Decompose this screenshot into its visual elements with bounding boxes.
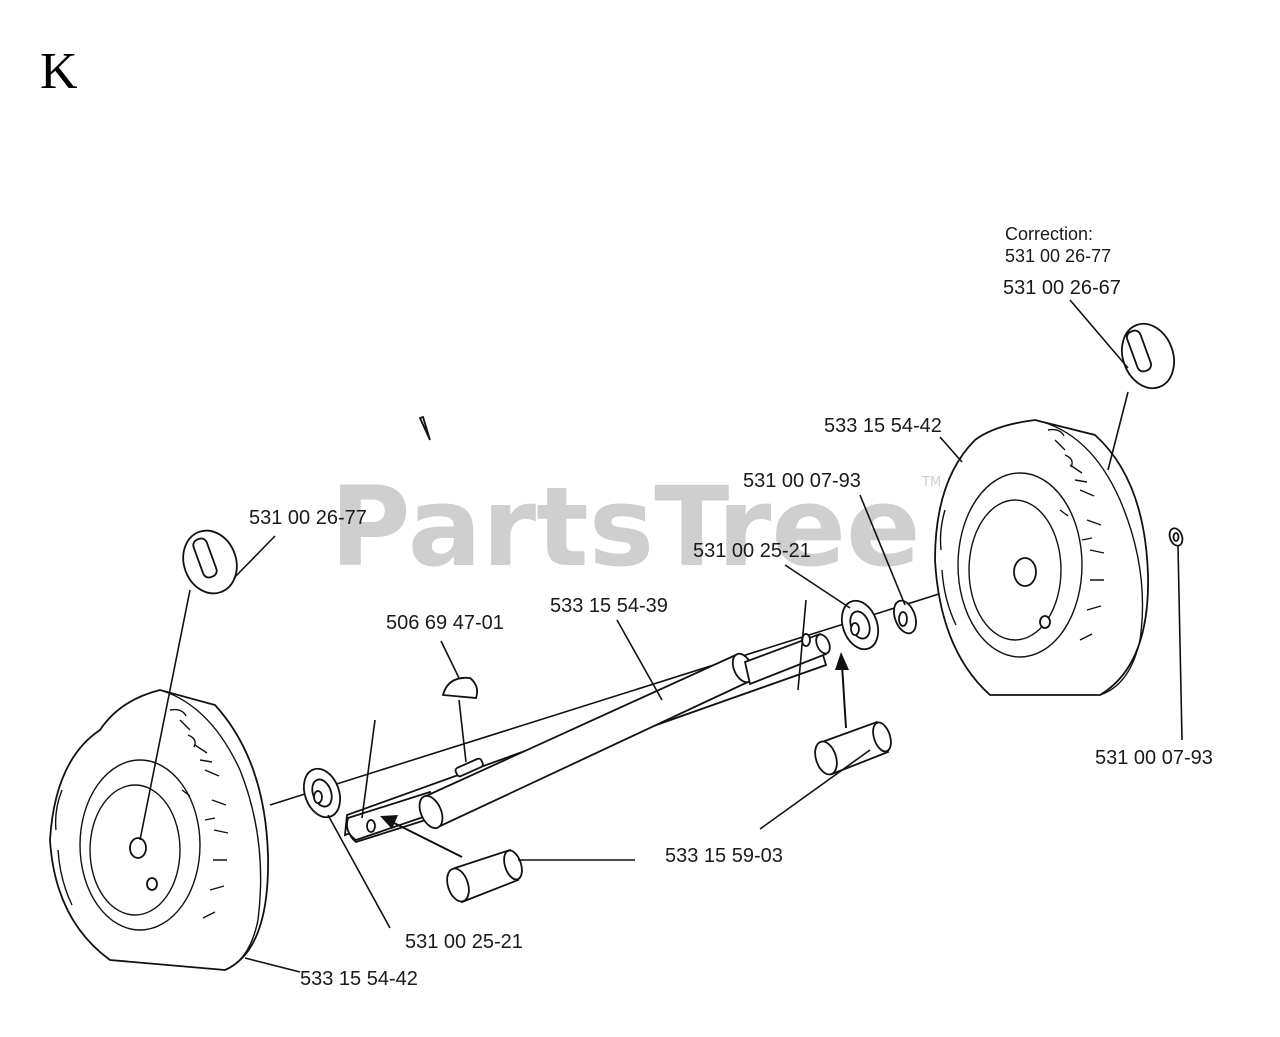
label-bushing-right: 531 00 25-21 bbox=[693, 540, 811, 562]
wheel-right bbox=[934, 419, 1149, 696]
section-letter: K bbox=[40, 43, 78, 100]
left-pin-line bbox=[361, 719, 376, 819]
axle-tube-left-end bbox=[418, 795, 444, 829]
leader-spacer-right bbox=[759, 749, 871, 830]
spacer-right bbox=[814, 720, 892, 776]
label-axle: 533 15 54-39 bbox=[550, 595, 668, 617]
key-drop-line bbox=[458, 699, 467, 763]
bushing-right bbox=[840, 599, 880, 651]
label-pin-left: 531 00 26-77 bbox=[249, 507, 367, 529]
leader-axle bbox=[616, 619, 663, 701]
axle-hole-left bbox=[366, 819, 376, 833]
linch-pin-left bbox=[182, 529, 238, 595]
label-pin-right: 531 00 26-67 bbox=[1003, 277, 1121, 299]
label-wheel-right: 533 15 54-42 bbox=[824, 415, 942, 437]
label-washer-right-outer: 531 00 07-93 bbox=[1095, 747, 1213, 769]
label-spacer: 533 15 59-03 bbox=[665, 845, 783, 867]
leader-pin-right bbox=[1069, 299, 1129, 369]
leader-wheel-right bbox=[939, 436, 963, 463]
pin-right-drop-line bbox=[1107, 391, 1129, 471]
arrow-right bbox=[835, 652, 849, 729]
label-bushing-left: 531 00 25-21 bbox=[405, 931, 523, 953]
key-slot bbox=[454, 757, 484, 778]
leader-wheel-left bbox=[244, 957, 301, 973]
leader-bushing-left bbox=[327, 814, 391, 929]
leader-washer-right-inner bbox=[859, 494, 906, 606]
axle-center-line bbox=[269, 569, 1016, 806]
watermark-trademark: TM bbox=[921, 475, 941, 490]
wheel-left bbox=[49, 689, 269, 971]
washer-right-inner bbox=[893, 599, 917, 635]
leader-washer-right-outer bbox=[1177, 545, 1183, 741]
right-pin-line bbox=[797, 599, 807, 691]
woodruff-key bbox=[441, 676, 479, 699]
bushing-left bbox=[302, 767, 342, 819]
watermark-text: PartsTree bbox=[330, 463, 921, 591]
arrow-left bbox=[380, 815, 463, 858]
washer-right-outer bbox=[1168, 527, 1184, 547]
leader-pin-left bbox=[233, 535, 276, 579]
leader-key bbox=[440, 640, 460, 679]
leader-bushing-right bbox=[784, 564, 851, 609]
label-key: 506 69 47-01 bbox=[386, 612, 504, 634]
label-washer-right-inner: 531 00 07-93 bbox=[743, 470, 861, 492]
label-wheel-left: 533 15 54-42 bbox=[300, 968, 418, 990]
axle-right-shaft-end bbox=[815, 633, 831, 655]
correction-value: 531 00 26-77 bbox=[1005, 246, 1111, 266]
pin-left-drop-line bbox=[139, 589, 191, 841]
spacer-left bbox=[446, 848, 523, 904]
linch-pin-right bbox=[1121, 322, 1175, 390]
correction-title: Correction: bbox=[1005, 224, 1093, 244]
